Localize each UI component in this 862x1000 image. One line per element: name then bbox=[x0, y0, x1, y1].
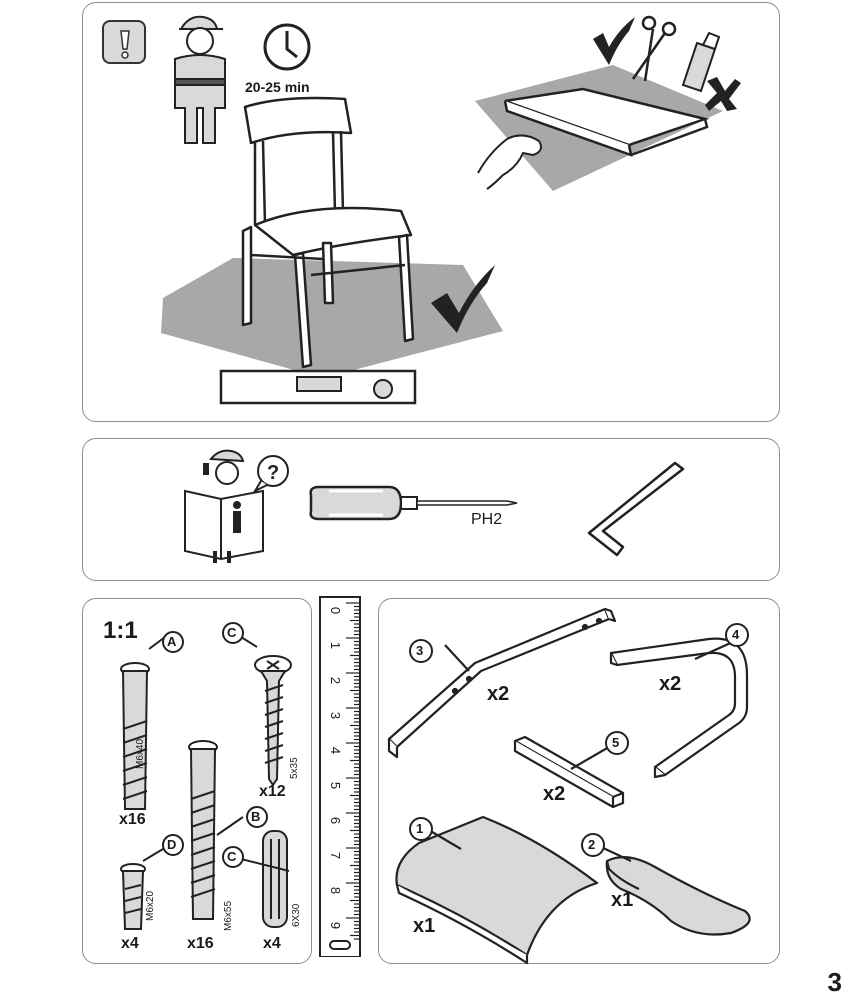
component-qty: x2 bbox=[487, 683, 510, 705]
bolt-b-icon bbox=[188, 740, 244, 920]
info-manual-icon: ? bbox=[184, 449, 289, 563]
svg-text:?: ? bbox=[267, 462, 279, 484]
ruler-label: 4 bbox=[328, 746, 344, 755]
exclamation-icon bbox=[102, 20, 146, 64]
component-qty: x2 bbox=[659, 673, 682, 695]
part-size: 6X30 bbox=[291, 903, 302, 927]
component-number: 5 bbox=[612, 735, 620, 750]
hardware-panel: 1:1 A C B C D M6x40 5x35 M6x55 6X30 M6x2… bbox=[82, 598, 312, 964]
screw-c-icon bbox=[240, 636, 292, 787]
part-letter: C bbox=[227, 849, 237, 864]
component-number: 3 bbox=[416, 643, 424, 658]
tools-illustration: ? bbox=[184, 449, 685, 563]
ruler-label: 0 bbox=[328, 606, 344, 615]
part-size: M6x40 bbox=[135, 738, 146, 769]
preparation-panel: 20-25 min bbox=[82, 2, 780, 422]
screwdriver-label: PH2 bbox=[471, 511, 503, 528]
components-illustration bbox=[387, 607, 751, 965]
part-letter: B bbox=[251, 809, 261, 824]
ruler-label: 5 bbox=[328, 781, 344, 790]
seat-part bbox=[395, 815, 599, 965]
components-panel: 3 4 5 1 2 x2 x2 x2 x1 x1 bbox=[378, 598, 780, 965]
part-letter: C bbox=[227, 625, 237, 640]
spirit-level-icon bbox=[219, 369, 417, 405]
ruler-label: 8 bbox=[328, 886, 344, 895]
part-qty: x4 bbox=[263, 935, 281, 952]
chair-drawing bbox=[241, 96, 415, 369]
ruler-label: 7 bbox=[328, 851, 344, 860]
component-qty: x1 bbox=[611, 889, 634, 911]
assembly-time-label: 20-25 min bbox=[245, 79, 310, 95]
cutter-knife-icon bbox=[681, 31, 721, 93]
tools-panel: ? PH2 bbox=[82, 438, 780, 581]
backrest-part bbox=[600, 846, 751, 936]
part-qty: x16 bbox=[187, 935, 214, 952]
ruler-graphic bbox=[319, 596, 361, 958]
component-number: 1 bbox=[416, 821, 424, 836]
part-size: 5x35 bbox=[289, 757, 300, 779]
bolt-a-icon bbox=[120, 636, 166, 810]
scale-label: 1:1 bbox=[103, 617, 138, 644]
part-size: M6x55 bbox=[223, 900, 234, 931]
part-qty: x12 bbox=[259, 783, 286, 800]
hand-icon bbox=[477, 134, 542, 190]
bolt-d-icon bbox=[120, 848, 164, 930]
dowel-c-icon bbox=[232, 830, 290, 928]
screwdriver-icon bbox=[309, 485, 518, 521]
worker-icon bbox=[174, 15, 226, 144]
cross-icon bbox=[705, 77, 741, 111]
ruler-label: 1 bbox=[328, 641, 344, 650]
component-number: 2 bbox=[588, 837, 596, 852]
part-letter: D bbox=[167, 837, 177, 852]
hardware-illustration bbox=[120, 622, 292, 930]
part-letter: A bbox=[167, 634, 177, 649]
component-qty: x2 bbox=[543, 783, 566, 805]
side-rail-part bbox=[387, 607, 617, 759]
preparation-illustration bbox=[102, 15, 741, 405]
ruler-label: 9 bbox=[328, 921, 344, 930]
part-qty: x4 bbox=[121, 935, 139, 952]
page-number: 3 bbox=[827, 967, 842, 997]
part-qty: x16 bbox=[119, 811, 146, 828]
checkmark-icon bbox=[431, 265, 495, 333]
component-number: 4 bbox=[732, 627, 740, 642]
ruler-label: 3 bbox=[328, 711, 344, 720]
component-qty: x1 bbox=[413, 915, 436, 937]
u-frame-part bbox=[609, 637, 749, 779]
ruler-label: 6 bbox=[328, 816, 344, 825]
scissors-icon bbox=[631, 15, 677, 82]
ruler: 0 1 2 3 4 5 6 7 8 9 bbox=[318, 595, 362, 958]
part-size: M6x20 bbox=[145, 890, 156, 921]
cross-bar-part bbox=[513, 735, 625, 809]
allen-key-icon bbox=[587, 461, 685, 557]
ruler-label: 2 bbox=[328, 676, 344, 685]
clock-icon bbox=[263, 23, 311, 71]
